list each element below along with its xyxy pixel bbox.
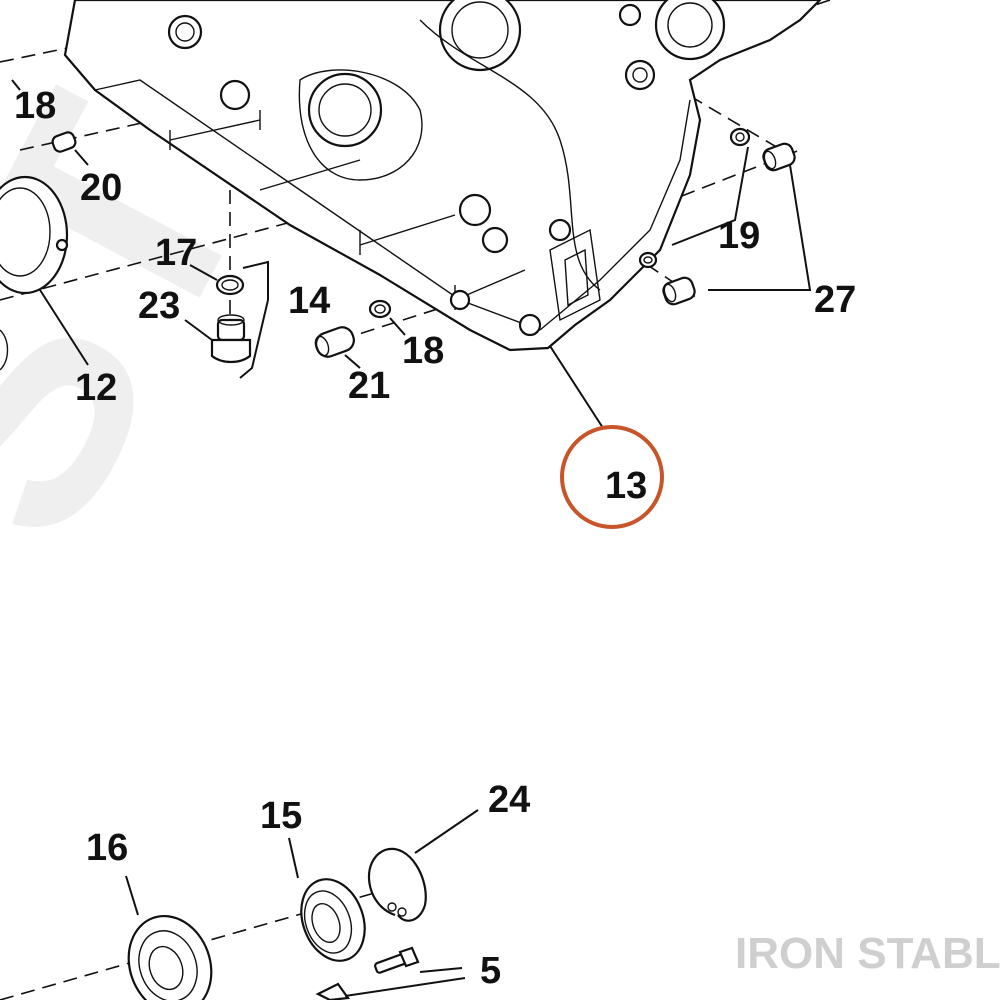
callout-13: 13 xyxy=(605,465,647,507)
callout-20: 20 xyxy=(80,167,122,209)
callout-14: 14 xyxy=(288,280,330,322)
callout-18-mid: 18 xyxy=(402,330,444,372)
part-17-oring xyxy=(215,274,245,296)
part-19-snap-rings xyxy=(638,127,751,269)
part-24-snap-ring xyxy=(367,847,427,922)
brand-watermark: IRON STABLE xyxy=(735,929,1000,978)
callout-17: 17 xyxy=(155,232,197,274)
callout-12: 12 xyxy=(75,367,117,409)
highlight-ring xyxy=(560,425,664,529)
crankcase-body xyxy=(63,0,822,352)
callout-24: 24 xyxy=(488,779,530,821)
callout-labels: 18 20 17 23 14 12 18 21 19 27 13 16 15 2… xyxy=(14,85,856,992)
callout-18-top: 18 xyxy=(14,85,56,127)
part-21-dowel xyxy=(314,326,355,358)
callout-15: 15 xyxy=(260,795,302,837)
callout-27: 27 xyxy=(814,279,856,321)
part-23-drain-plug xyxy=(210,314,252,364)
callout-23: 23 xyxy=(138,285,180,327)
part-15-bearing xyxy=(300,878,366,962)
part-18-oring xyxy=(368,299,392,319)
callout-19: 19 xyxy=(718,215,760,257)
callout-16: 16 xyxy=(86,827,128,869)
part-16-oil-seal xyxy=(127,914,213,1000)
callout-21: 21 xyxy=(348,365,390,407)
leader-lines xyxy=(11,79,812,997)
part-5-screw xyxy=(315,946,420,1000)
part-20-dowel xyxy=(51,131,77,153)
part-27-bushings xyxy=(662,142,796,306)
callout-5: 5 xyxy=(480,950,501,992)
part-12-bearing-race xyxy=(0,175,69,371)
